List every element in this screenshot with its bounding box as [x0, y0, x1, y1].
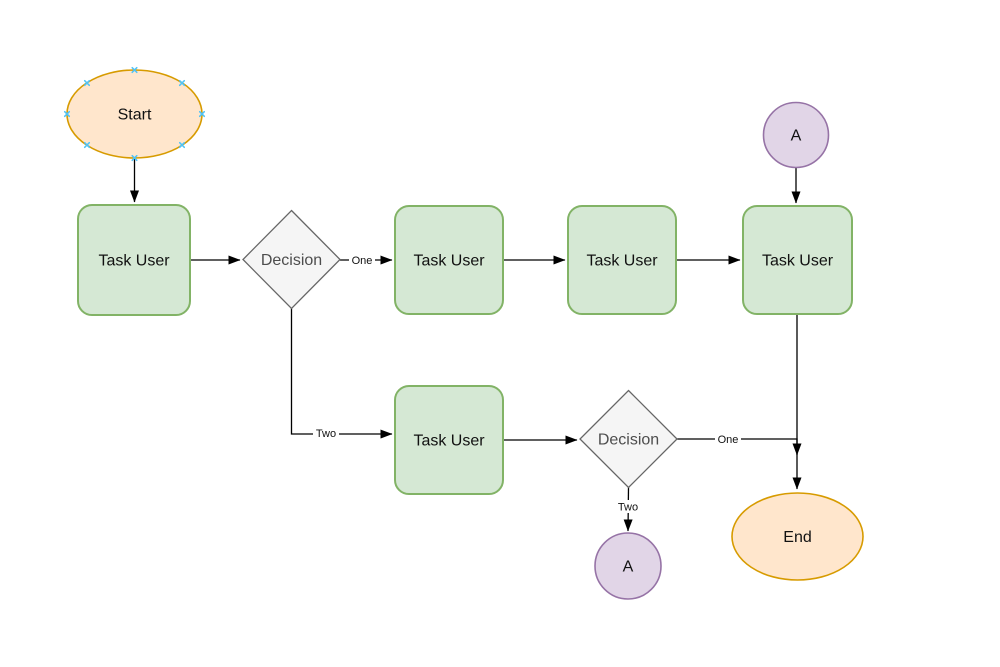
edge-label-decision1-one[interactable]: One — [349, 253, 375, 268]
node-task2[interactable]: Task User — [394, 205, 504, 315]
node-task4[interactable]: Task User — [742, 205, 853, 315]
edge-label-bg — [615, 500, 641, 513]
edge-label-decision2-one[interactable]: One — [715, 432, 741, 447]
connection-point[interactable] — [178, 79, 186, 87]
node-label: End — [783, 529, 811, 546]
node-end[interactable]: End — [731, 492, 864, 581]
connection-point[interactable] — [83, 141, 91, 149]
decision-diamond — [242, 209, 341, 310]
edge-label-decision2-two[interactable]: Two — [615, 500, 641, 514]
node-task5[interactable]: Task User — [394, 385, 504, 495]
node-label: Task User — [98, 253, 170, 270]
edge-label-bg — [715, 432, 741, 446]
task-rect — [394, 205, 504, 315]
node-label: Task User — [413, 433, 485, 450]
connector-circle — [594, 532, 662, 600]
node-label: Task User — [762, 253, 834, 270]
edge-label-decision1-two[interactable]: Two — [313, 426, 339, 441]
connection-points — [63, 66, 206, 162]
node-connector-a-bottom[interactable]: A — [594, 532, 662, 600]
connection-point[interactable] — [131, 154, 138, 162]
node-label: A — [623, 559, 634, 576]
connection-point[interactable] — [83, 79, 91, 87]
node-task1[interactable]: Task User — [77, 204, 191, 316]
task-rect — [567, 205, 677, 315]
end-ellipse — [731, 492, 864, 581]
edge-decision1-task5[interactable] — [290, 308, 393, 439]
connector-circle — [762, 101, 830, 169]
task-rect — [742, 205, 853, 315]
connection-point[interactable] — [178, 141, 186, 149]
edge-label-bg — [313, 426, 339, 440]
node-label: Start — [118, 107, 152, 124]
task-rect — [77, 204, 191, 316]
node-label: Task User — [586, 253, 658, 270]
node-label: A — [791, 128, 802, 145]
connection-point[interactable] — [131, 66, 138, 74]
connection-point[interactable] — [63, 110, 71, 118]
edge-label-text: One — [352, 255, 373, 267]
node-decision2[interactable]: Decision — [579, 389, 678, 489]
node-label: Task User — [413, 253, 485, 270]
node-connector-a-top[interactable]: A — [762, 101, 830, 169]
edge-label-bg — [349, 253, 375, 267]
task-rect — [394, 385, 504, 495]
node-label: Decision — [261, 252, 322, 269]
edge-label-text: Two — [618, 502, 638, 514]
edge-label-text: Two — [316, 428, 336, 440]
node-label: Decision — [598, 432, 659, 449]
connection-point[interactable] — [198, 110, 206, 118]
decision-diamond — [579, 389, 678, 489]
node-decision1[interactable]: Decision — [242, 209, 341, 310]
node-task3[interactable]: Task User — [567, 205, 677, 315]
edge-label-text: One — [718, 434, 739, 446]
